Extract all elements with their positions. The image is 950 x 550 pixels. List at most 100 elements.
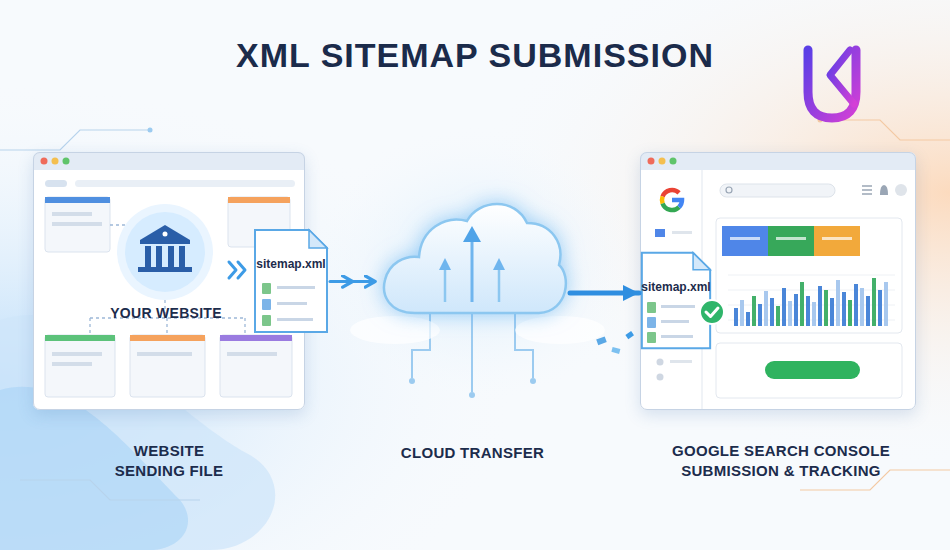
building-halo [117, 204, 213, 300]
building-emblem [163, 232, 168, 237]
card-line [227, 352, 277, 356]
file-fold [693, 253, 710, 270]
file-icon [262, 315, 271, 326]
building-roof [140, 225, 190, 240]
file-outline [642, 253, 710, 348]
submit-button [765, 361, 860, 379]
chart-bar [824, 290, 828, 326]
sitemap-file-outline [252, 228, 330, 335]
file-line [661, 320, 689, 323]
chart-bar [758, 304, 762, 326]
file-line [277, 286, 315, 289]
file-line [661, 335, 693, 338]
circuit-line [0, 130, 150, 150]
chart-bar [854, 284, 858, 326]
sidebar-line [672, 231, 692, 234]
upload-arrow-head [463, 226, 481, 242]
circuit-lines [0, 120, 950, 500]
content-card [130, 335, 205, 397]
sidebar-icon [657, 359, 664, 366]
soft-cloud [515, 316, 605, 344]
card-strip [220, 335, 292, 341]
file-icons [262, 283, 695, 343]
stat-line [730, 237, 760, 240]
google-logo [662, 190, 682, 210]
chart-bar [812, 302, 816, 326]
card-line [52, 352, 102, 356]
building-column [145, 246, 151, 267]
console-window-art [640, 152, 916, 410]
address-pill [45, 180, 67, 187]
circuit-dot [148, 128, 153, 133]
window-dot [52, 158, 59, 165]
chart-bar [740, 300, 744, 326]
file-line [661, 305, 695, 308]
logo-arc [660, 197, 665, 204]
file-icon [262, 299, 271, 310]
dashboard-card [716, 343, 902, 398]
logo-k [830, 50, 854, 104]
sitemap-file: sitemap.xml [639, 251, 713, 351]
sitemap-file: sitemap.xml [252, 228, 330, 335]
search-icon [726, 187, 732, 193]
window-top-bar [33, 152, 305, 170]
upload-arrow [471, 236, 474, 302]
chart-bar [746, 312, 750, 326]
card-line [52, 222, 102, 226]
window-dot [670, 158, 677, 165]
building-base [138, 267, 192, 272]
chart-bar [848, 300, 852, 326]
file-outline [255, 230, 327, 332]
chart-bar [818, 286, 822, 326]
chart-bar [752, 296, 756, 326]
circuit-line [20, 480, 200, 500]
logo-arc [672, 200, 682, 207]
file-line [277, 318, 313, 321]
stat-block [722, 226, 768, 256]
chart-bar [800, 282, 804, 326]
bell-icon [880, 185, 888, 195]
card-strip [45, 197, 110, 203]
stat-block [814, 226, 860, 256]
building-column [179, 246, 185, 267]
stat-line [822, 237, 852, 240]
stat-block [768, 226, 814, 256]
card-line [137, 352, 192, 356]
cloud-shape: CLOUD TRANSFER [375, 185, 570, 335]
menu-icon [862, 186, 872, 194]
window-top-bar [640, 152, 916, 170]
cloud-outline [384, 204, 566, 313]
building-column [168, 246, 174, 267]
file-icon [647, 302, 656, 313]
building-beam [140, 240, 190, 244]
dashboard-card [716, 218, 902, 333]
chart-bar [806, 296, 810, 326]
file-fold [309, 230, 327, 248]
window-fill [640, 152, 916, 410]
avatar-icon [895, 184, 907, 196]
circuit-line [471, 313, 473, 392]
logo-arc [663, 203, 679, 210]
upload-arrow [498, 266, 501, 302]
card-line [52, 212, 92, 216]
card-strip [228, 197, 290, 203]
circuit-dot [469, 392, 475, 398]
chart-bar [764, 291, 768, 326]
diagram-title: XML SITEMAP SUBMISSION [0, 36, 950, 75]
paper-bits [596, 331, 634, 354]
address-bar [75, 180, 295, 187]
cloud-shape-outline [375, 185, 570, 335]
chart-bar [866, 296, 870, 326]
window-dot [659, 158, 666, 165]
chart-bar [842, 292, 846, 326]
submit-arrow [570, 291, 639, 296]
file-line [277, 302, 307, 305]
check-mark [706, 308, 718, 317]
chart-bar [830, 298, 834, 326]
chart-bar [884, 282, 888, 326]
console-window: GOOGLE SEARCH CONSOLE SUBMISSION & TRACK… [640, 152, 916, 410]
paper-bit [596, 336, 607, 345]
stat-line [776, 237, 806, 240]
